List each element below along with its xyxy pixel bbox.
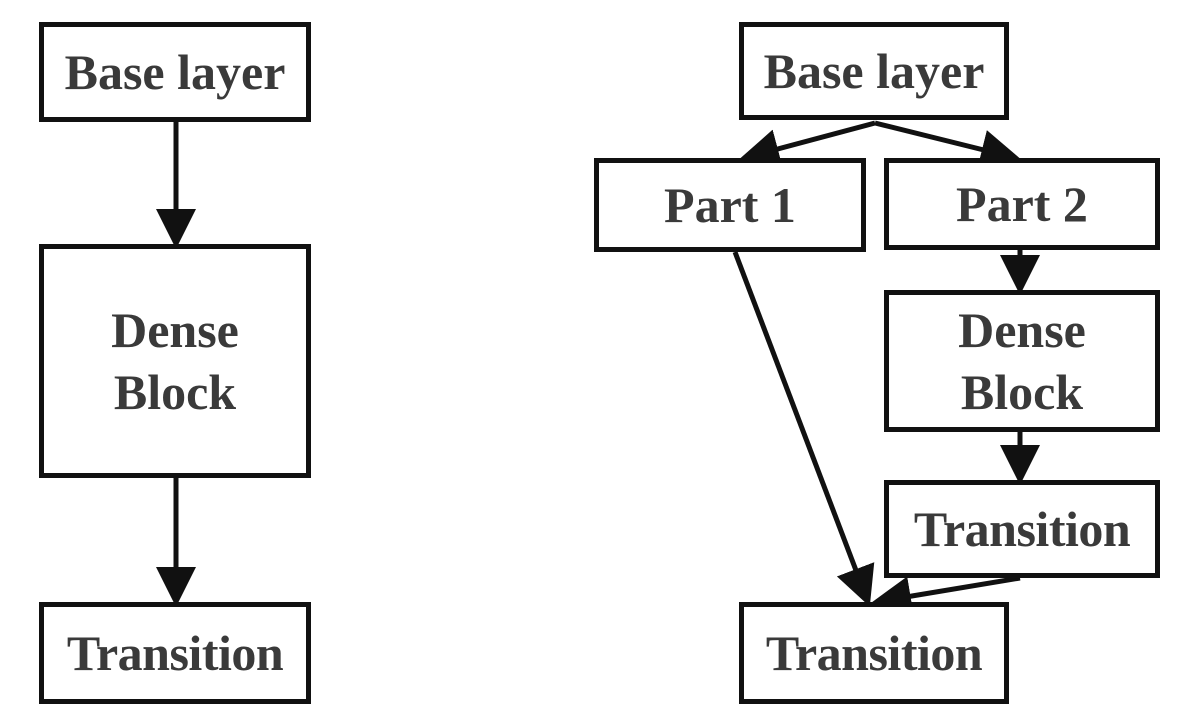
right-dense-block-box: Dense Block (884, 290, 1160, 432)
right-part-2-box: Part 2 (884, 158, 1160, 250)
arrow-right-base-to-part2 (874, 120, 1021, 169)
arrow-right-inner-transition-to-output-transition (871, 575, 1021, 616)
arrow-right-base-to-part1 (739, 120, 876, 169)
right-part-1-box: Part 1 (594, 158, 866, 252)
left-base-layer-box: Base layer (39, 22, 311, 122)
right-inner-transition-box: Transition (884, 480, 1160, 578)
right-output-transition-box: Transition (739, 602, 1009, 704)
left-transition-box: Transition (39, 602, 311, 704)
right-base-layer-box: Base layer (739, 22, 1009, 120)
arrow-right-part1-to-output-transition (732, 251, 875, 607)
left-dense-block-box: Dense Block (39, 244, 311, 478)
